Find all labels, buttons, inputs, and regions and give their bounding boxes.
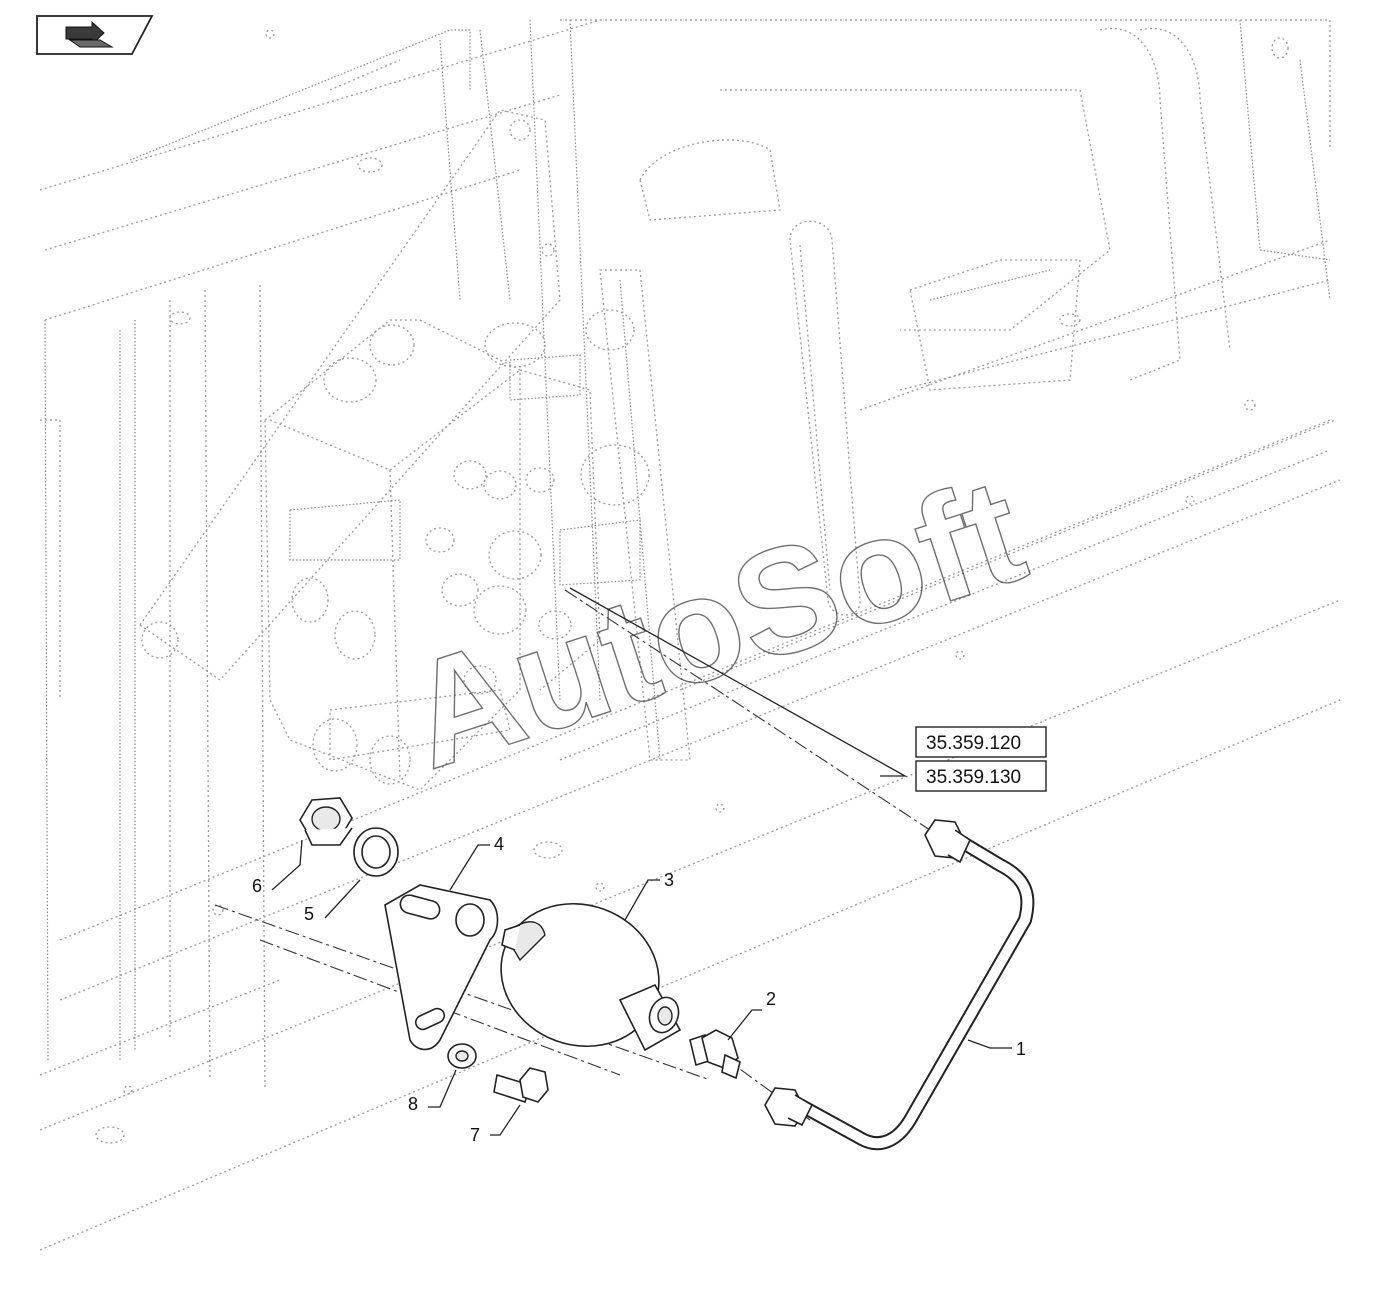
- reference-box-35-359-130[interactable]: 35.359.130: [915, 760, 1047, 792]
- reference-label-1: 35.359.120: [926, 733, 1021, 754]
- callout-labels: 1 2 3 4 5 6 7 8: [252, 834, 1026, 1145]
- reference-label-2: 35.359.130: [926, 767, 1021, 788]
- return-arrow-icon: [65, 20, 114, 48]
- hex-bolt: [493, 1067, 549, 1104]
- callout-5: 5: [304, 904, 314, 924]
- mounting-bracket: [384, 884, 499, 1051]
- hex-nut: [299, 797, 353, 846]
- callout-1: 1: [1016, 1039, 1026, 1059]
- callout-3: 3: [664, 870, 674, 890]
- adapter-fitting: [689, 1029, 741, 1080]
- reference-links: 35.359.120 35.359.130: [915, 726, 1047, 792]
- callout-2: 2: [766, 989, 776, 1009]
- sealing-washer: [353, 827, 399, 877]
- background-frame: [39, 19, 1341, 1251]
- callout-6: 6: [252, 876, 262, 896]
- back-navigation-button[interactable]: [36, 15, 154, 55]
- hydraulic-pipe: [764, 819, 1035, 1151]
- leader-lines: [271, 587, 1012, 1136]
- hydraulic-accumulator: [500, 902, 682, 1052]
- callout-8: 8: [408, 1094, 418, 1114]
- reference-box-35-359-120[interactable]: 35.359.120: [915, 726, 1047, 758]
- callout-7: 7: [470, 1125, 480, 1145]
- hydraulic-valve-block: [264, 309, 650, 791]
- callout-4: 4: [494, 834, 504, 854]
- flat-washer: [447, 1043, 477, 1069]
